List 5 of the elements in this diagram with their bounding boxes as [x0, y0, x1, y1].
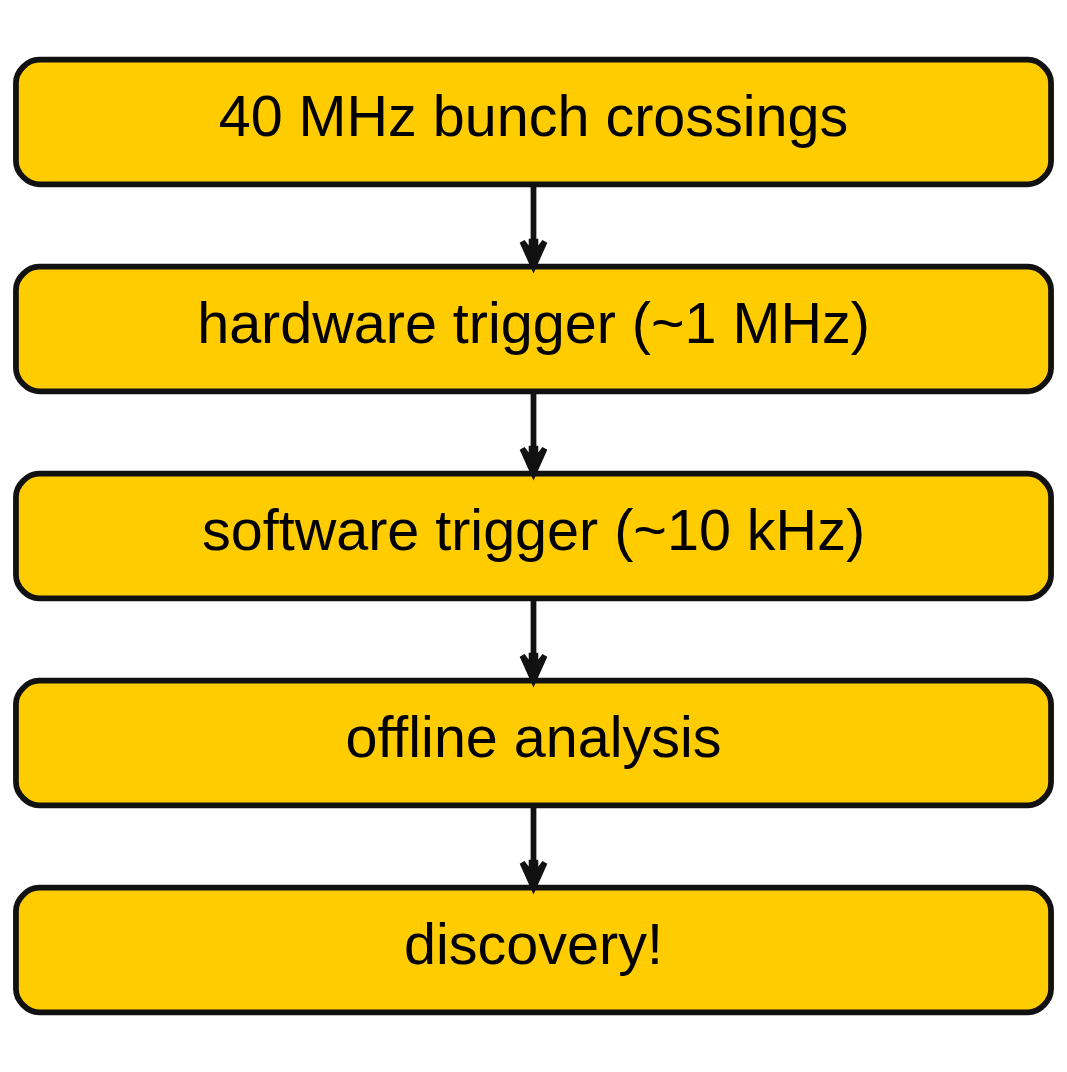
- node-box: discovery!: [13, 884, 1054, 1016]
- node-box: 40 MHz bunch crossings: [13, 56, 1054, 188]
- node-box: hardware trigger (~1 MHz): [13, 263, 1054, 395]
- node-box: offline analysis: [13, 677, 1054, 809]
- node-box: software trigger (~10 kHz): [13, 470, 1054, 602]
